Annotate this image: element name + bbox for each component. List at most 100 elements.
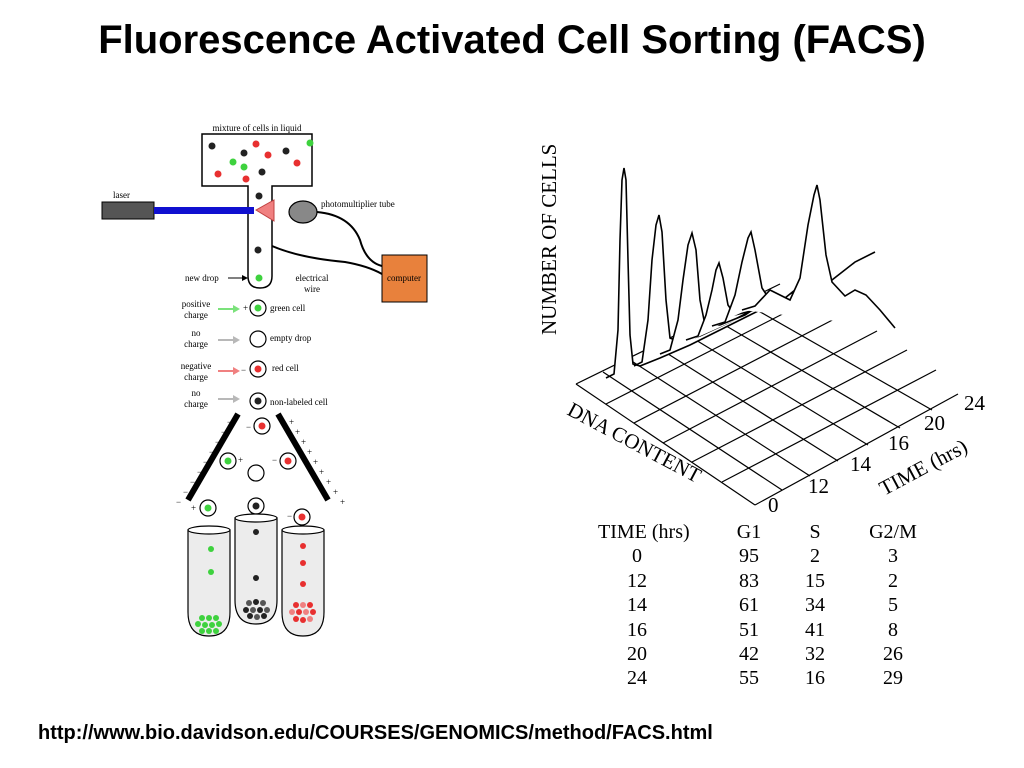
svg-text:2: 2 xyxy=(810,545,820,567)
svg-text:−: − xyxy=(197,467,202,477)
svg-text:charge: charge xyxy=(184,372,208,382)
svg-text:charge: charge xyxy=(184,399,208,409)
electrical-wire xyxy=(271,245,383,275)
svg-text:+: + xyxy=(313,457,318,467)
svg-text:empty drop: empty drop xyxy=(270,333,312,343)
svg-text:+: + xyxy=(243,303,248,313)
table-header: TIME (hrs) G1 S G2/M xyxy=(598,521,917,543)
svg-text:−: − xyxy=(183,487,188,497)
floor-grid xyxy=(575,283,959,506)
svg-text:2: 2 xyxy=(888,570,898,592)
plus-charges: + + + + + + + + + xyxy=(289,417,345,507)
negative-plate xyxy=(185,412,241,502)
pmt-wire xyxy=(316,211,383,267)
pmt-label: photomultiplier tube xyxy=(321,199,395,209)
laser-source xyxy=(101,201,155,220)
svg-text:−: − xyxy=(176,497,181,507)
svg-text:34: 34 xyxy=(805,594,825,616)
table-row: 0 95 2 3 xyxy=(632,545,898,567)
sort-row-unlabeled: no charge non-labeled cell xyxy=(184,388,328,410)
unlabeled-tube xyxy=(234,513,278,625)
svg-text:−: − xyxy=(190,477,195,487)
table-row: 16 51 41 8 xyxy=(627,619,898,641)
source-url[interactable]: http://www.bio.davidson.edu/COURSES/GENO… xyxy=(38,722,713,744)
svg-text:G2/M: G2/M xyxy=(869,521,917,543)
svg-text:20: 20 xyxy=(627,643,647,665)
svg-text:−: − xyxy=(203,457,208,467)
y-axis-label: NUMBER OF CELLS xyxy=(537,144,561,335)
svg-text:negative: negative xyxy=(181,361,212,371)
sort-row-green: positive charge + green cell xyxy=(182,299,306,320)
computer-box xyxy=(381,254,428,303)
svg-text:positive: positive xyxy=(182,299,211,309)
svg-text:charge: charge xyxy=(184,339,208,349)
svg-text:3: 3 xyxy=(888,545,898,567)
photomultiplier-tube xyxy=(288,200,318,224)
new-drop-label: new drop xyxy=(185,273,219,283)
wire-label-2: wire xyxy=(304,284,320,294)
minus-charges: − − − − − − − − − xyxy=(176,417,232,507)
svg-text:no: no xyxy=(192,388,202,398)
wire-label-1: electrical xyxy=(296,273,329,283)
svg-text:+: + xyxy=(326,477,331,487)
cell-cycle-table: TIME (hrs) G1 S G2/M 0 95 2 3 12 83 15 2… xyxy=(598,521,917,689)
svg-text:16: 16 xyxy=(805,667,825,689)
svg-text:charge: charge xyxy=(184,310,208,320)
svg-text:non-labeled cell: non-labeled cell xyxy=(270,397,328,407)
svg-text:green cell: green cell xyxy=(270,303,306,313)
table-row: 24 55 16 29 xyxy=(627,667,903,689)
sort-row-red: negative charge − red cell xyxy=(181,360,299,382)
svg-text:+: + xyxy=(301,437,306,447)
svg-text:51: 51 xyxy=(739,619,759,641)
svg-text:16: 16 xyxy=(888,431,909,455)
svg-text:+: + xyxy=(289,417,294,427)
svg-text:15: 15 xyxy=(805,570,825,592)
laser-beam xyxy=(154,207,254,214)
svg-text:−: − xyxy=(209,447,214,457)
computer-label: computer xyxy=(387,273,421,283)
svg-text:29: 29 xyxy=(883,667,903,689)
red-tube xyxy=(281,525,325,637)
svg-text:8: 8 xyxy=(888,619,898,641)
svg-text:0: 0 xyxy=(632,545,642,567)
svg-text:+: + xyxy=(319,467,324,477)
svg-text:+: + xyxy=(238,455,243,465)
time-ticks: 0 12 14 16 20 24 xyxy=(768,391,986,517)
svg-text:no: no xyxy=(192,328,202,338)
x-axis-label: DNA CONTENT xyxy=(564,397,706,488)
svg-text:+: + xyxy=(307,447,312,457)
svg-text:−: − xyxy=(246,422,251,432)
dna-histogram-3d: NUMBER OF CELLS DNA CONTENT TIME (hrs) 0… xyxy=(537,144,986,517)
fluorescence-cone xyxy=(255,199,275,222)
svg-text:95: 95 xyxy=(739,545,759,567)
sort-row-empty: no charge empty drop xyxy=(184,328,312,349)
svg-text:+: + xyxy=(333,487,338,497)
sorting-drops: − + − + − xyxy=(191,417,311,526)
svg-text:5: 5 xyxy=(888,594,898,616)
svg-text:83: 83 xyxy=(739,570,759,592)
green-tube xyxy=(187,525,231,637)
svg-text:16: 16 xyxy=(627,619,647,641)
svg-text:+: + xyxy=(340,497,345,507)
svg-text:−: − xyxy=(241,365,246,375)
table-row: 20 42 32 26 xyxy=(627,643,903,665)
svg-text:14: 14 xyxy=(850,452,872,476)
table-row: 12 83 15 2 xyxy=(627,570,898,592)
svg-text:0: 0 xyxy=(768,493,779,517)
svg-text:S: S xyxy=(809,521,820,543)
svg-text:61: 61 xyxy=(739,594,759,616)
svg-text:+: + xyxy=(295,427,300,437)
svg-text:G1: G1 xyxy=(737,521,761,543)
svg-text:+: + xyxy=(191,503,196,513)
svg-text:24: 24 xyxy=(627,667,647,689)
svg-text:32: 32 xyxy=(805,643,825,665)
svg-text:−: − xyxy=(287,511,292,521)
svg-text:41: 41 xyxy=(805,619,825,641)
svg-text:red cell: red cell xyxy=(272,363,299,373)
svg-text:42: 42 xyxy=(739,643,759,665)
svg-text:−: − xyxy=(221,427,226,437)
table-row: 14 61 34 5 xyxy=(627,594,898,616)
laser-label: laser xyxy=(113,190,130,200)
svg-text:24: 24 xyxy=(964,391,986,415)
svg-text:TIME (hrs): TIME (hrs) xyxy=(598,521,690,543)
